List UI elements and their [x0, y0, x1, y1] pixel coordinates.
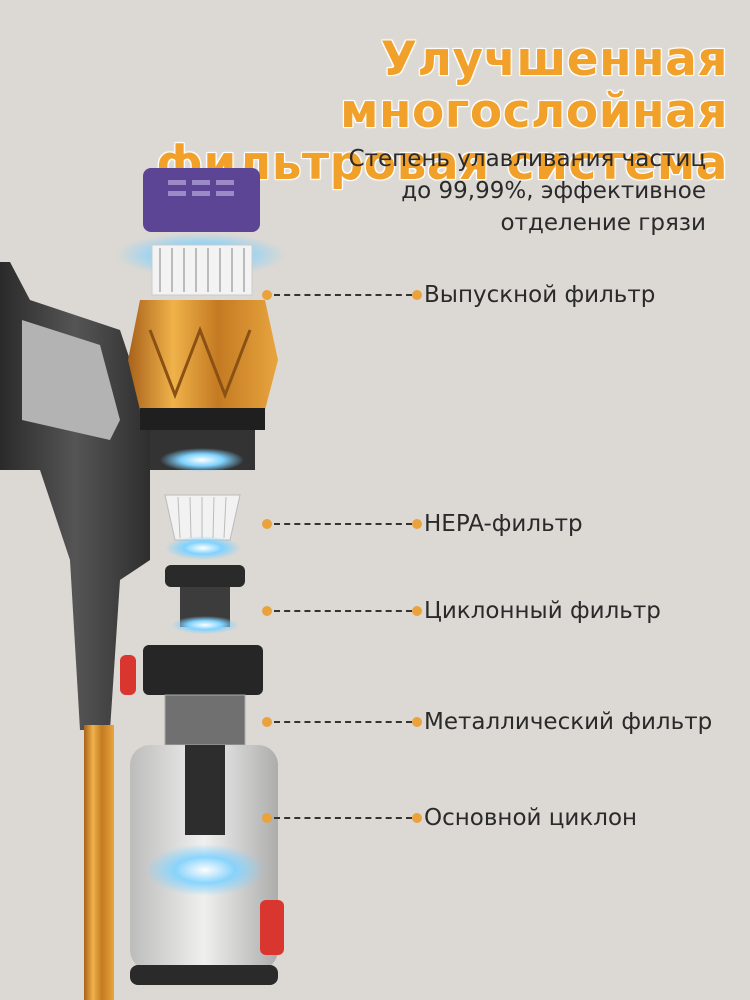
callout-dashed-line — [274, 294, 412, 296]
callout-dot — [262, 290, 272, 300]
callout-label: Выпускной фильтр — [424, 282, 656, 308]
subheadline-line-1: Степень улавливания частиц — [348, 146, 706, 172]
headline: Улучшенная многослойная фильтровая систе… — [0, 34, 728, 190]
callout-dashed-line — [274, 610, 412, 612]
callout-exhaust-filter: Выпускной фильтр — [262, 280, 742, 310]
callout-main-cyclone: Основной циклон — [262, 803, 742, 833]
subheadline-line-2: до 99,99%, эффективное — [401, 178, 706, 204]
callout-dot — [412, 519, 422, 529]
callout-dashed-line — [274, 817, 412, 819]
callout-dot — [262, 813, 272, 823]
callout-dot — [412, 717, 422, 727]
callout-dot — [412, 813, 422, 823]
headline-line-1: Улучшенная многослойная — [340, 32, 728, 139]
callout-dot — [262, 519, 272, 529]
callout-label: Циклонный фильтр — [424, 598, 661, 624]
callout-label: Основной циклон — [424, 805, 638, 831]
callout-metal-filter: Металлический фильтр — [262, 707, 742, 737]
subheadline: Степень улавливания частиц до 99,99%, эф… — [349, 143, 706, 239]
callout-dot — [262, 606, 272, 616]
callout-label: HEPA-фильтр — [424, 511, 583, 537]
callout-dot — [412, 290, 422, 300]
callout-label: Металлический фильтр — [424, 709, 713, 735]
callout-dashed-line — [274, 721, 412, 723]
callout-dot — [262, 717, 272, 727]
subheadline-line-3: отделение грязи — [500, 210, 706, 236]
callout-dashed-line — [274, 523, 412, 525]
callout-hepa-filter: HEPA-фильтр — [262, 509, 742, 539]
callout-dot — [412, 606, 422, 616]
callout-cyclone-filter: Циклонный фильтр — [262, 596, 742, 626]
